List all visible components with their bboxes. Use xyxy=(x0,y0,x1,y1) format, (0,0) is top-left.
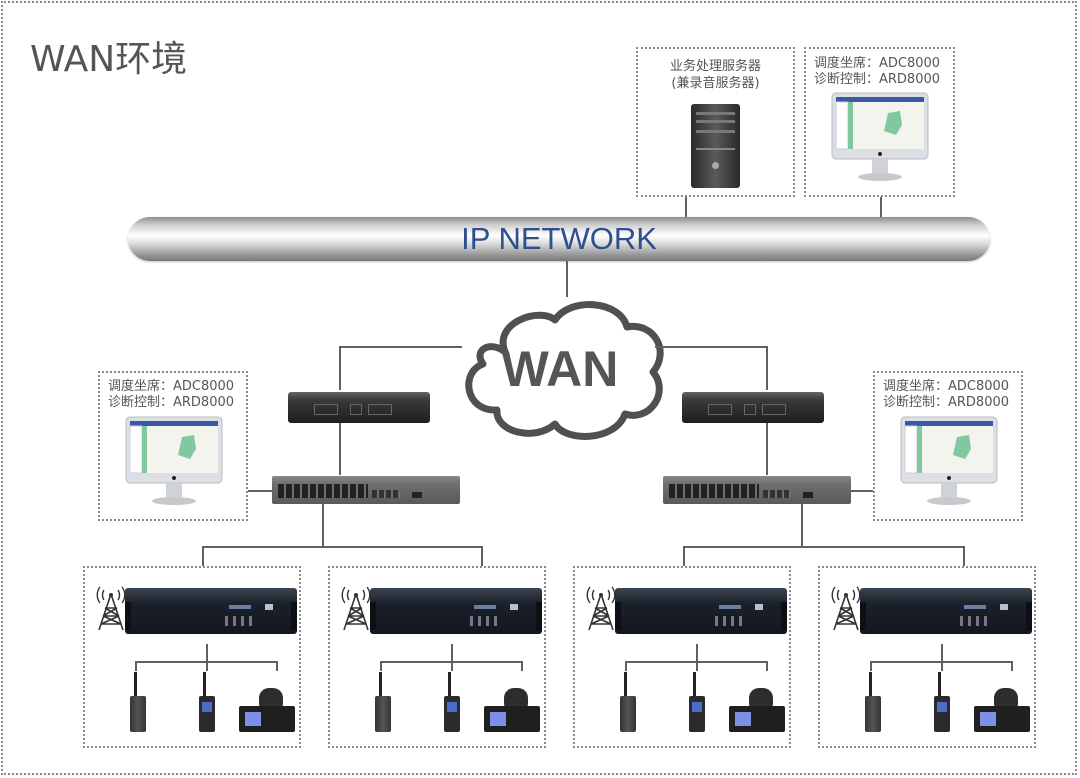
wan-cloud-icon xyxy=(465,301,664,440)
radio-tower-icon xyxy=(96,586,126,631)
console-label-line1: 调度坐席：ADC8000 xyxy=(883,379,1010,394)
repeater-down-line xyxy=(696,644,698,662)
branch-to-handheld xyxy=(451,661,453,671)
switch-right-icon xyxy=(663,476,851,504)
branch-to-mobile xyxy=(276,661,278,671)
repeater-group-box-1 xyxy=(83,566,301,748)
handheld-terminal-icon xyxy=(199,672,215,732)
branch-to-portable xyxy=(135,661,137,671)
console-box-left: 调度坐席：ADC8000 诊断控制：ARD8000 xyxy=(98,371,248,521)
console-to-network-line xyxy=(880,197,882,217)
wan-to-right-router-h xyxy=(655,346,768,348)
page-title: WAN环境 xyxy=(30,39,188,80)
wan-to-left-router-v xyxy=(339,346,341,390)
console-label-line2: 诊断控制：ARD8000 xyxy=(883,395,1010,410)
repeater-icon xyxy=(615,588,787,634)
router-to-switch-right xyxy=(766,423,768,475)
branch-to-group1 xyxy=(202,546,204,566)
repeater-group-box-3 xyxy=(573,566,791,748)
ip-network-bus: IP NETWORK xyxy=(128,217,990,261)
repeater-icon xyxy=(860,588,1032,634)
monitor-icon xyxy=(900,416,998,505)
wan-to-right-router-v xyxy=(766,346,768,390)
console-box-right: 调度坐席：ADC8000 诊断控制：ARD8000 xyxy=(873,371,1023,521)
monitor-icon xyxy=(831,92,929,181)
branch-to-group3 xyxy=(683,546,685,566)
branch-to-mobile xyxy=(766,661,768,671)
radio-tower-icon xyxy=(341,586,371,631)
repeater-group-box-2 xyxy=(328,566,546,748)
switch-right-branch xyxy=(683,546,965,548)
radio-tower-icon xyxy=(831,586,861,631)
console-label-line2: 诊断控制：ARD8000 xyxy=(814,72,941,87)
console-label-line1: 调度坐席：ADC8000 xyxy=(814,56,941,71)
portable-radio-icon xyxy=(130,672,146,732)
portable-radio-icon xyxy=(865,672,881,732)
branch-to-portable xyxy=(625,661,627,671)
branch-to-group4 xyxy=(963,546,965,566)
console-box-top-right: 调度坐席：ADC8000 诊断控制：ARD8000 xyxy=(804,47,955,197)
handheld-terminal-icon xyxy=(444,672,460,732)
repeater-down-line xyxy=(941,644,943,662)
wan-to-left-router-h xyxy=(339,346,462,348)
branch-to-group2 xyxy=(481,546,483,566)
branch-to-portable xyxy=(870,661,872,671)
console-label-line2: 诊断控制：ARD8000 xyxy=(108,395,235,410)
repeater-icon xyxy=(370,588,542,634)
branch-to-handheld xyxy=(696,661,698,671)
switch-to-console-right xyxy=(851,490,873,492)
wan-cloud-label: WAN xyxy=(501,341,619,397)
monitor-icon xyxy=(125,416,223,505)
server-label-line2: (兼录音服务器) xyxy=(671,76,760,91)
switch-right-down xyxy=(801,504,803,547)
handheld-terminal-icon xyxy=(934,672,950,732)
ip-network-label: IP NETWORK xyxy=(461,221,657,256)
repeater-group-box-4 xyxy=(818,566,1036,748)
radio-tower-icon xyxy=(586,586,616,631)
network-to-wan-line xyxy=(566,261,568,297)
portable-radio-icon xyxy=(375,672,391,732)
mobile-radio-icon xyxy=(727,688,787,734)
branch-to-portable xyxy=(380,661,382,671)
mobile-radio-icon xyxy=(482,688,542,734)
switch-left-icon xyxy=(272,476,460,504)
branch-to-handheld xyxy=(941,661,943,671)
server-to-network-line xyxy=(685,197,687,217)
branch-to-handheld xyxy=(206,661,208,671)
branch-to-mobile xyxy=(1011,661,1013,671)
mobile-radio-icon xyxy=(237,688,297,734)
repeater-icon xyxy=(125,588,297,634)
console-label-line1: 调度坐席：ADC8000 xyxy=(108,379,235,394)
mobile-radio-icon xyxy=(972,688,1032,734)
server-tower-icon xyxy=(691,104,740,188)
repeater-down-line xyxy=(206,644,208,662)
switch-left-down xyxy=(322,504,324,547)
server-box: 业务处理服务器 (兼录音服务器) xyxy=(636,47,795,197)
repeater-down-line xyxy=(451,644,453,662)
router-right-icon xyxy=(682,392,824,423)
server-label-line1: 业务处理服务器 xyxy=(669,59,761,74)
switch-left-branch xyxy=(202,546,483,548)
portable-radio-icon xyxy=(620,672,636,732)
branch-to-mobile xyxy=(521,661,523,671)
switch-to-console-left xyxy=(248,490,272,492)
handheld-terminal-icon xyxy=(689,672,705,732)
router-left-icon xyxy=(288,392,430,423)
router-to-switch-left xyxy=(339,423,341,475)
